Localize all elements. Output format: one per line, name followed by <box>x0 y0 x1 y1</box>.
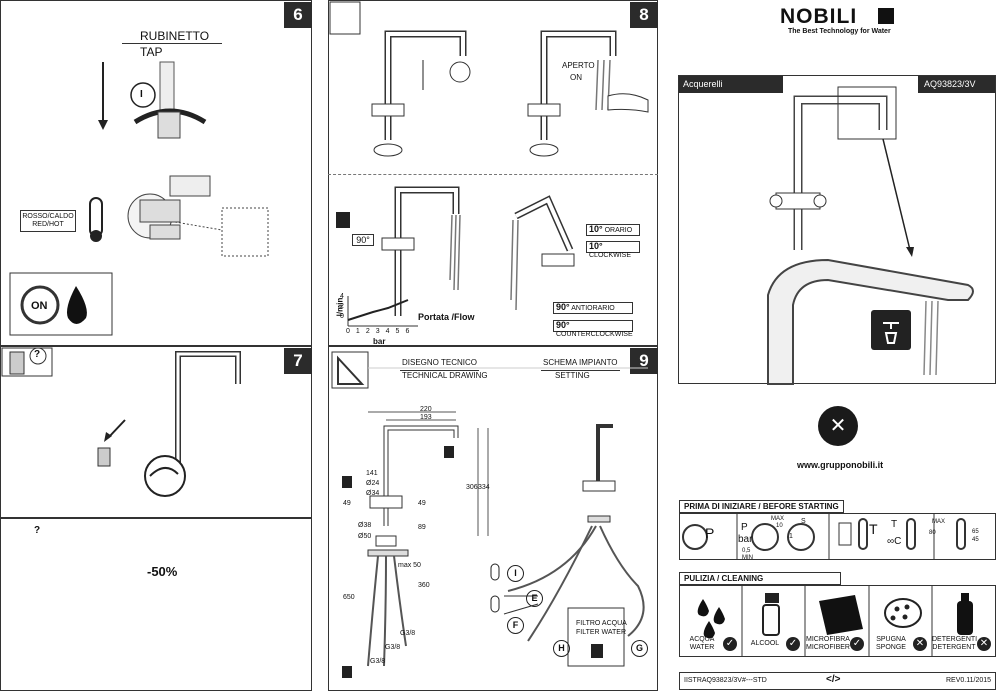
clockwise-box-en: 10° CLOCKWISE <box>586 241 640 259</box>
before-one: 1 <box>789 533 793 540</box>
on-label: ON <box>31 300 48 312</box>
drawing-label-it: DISEGNO TECNICO <box>400 357 479 371</box>
counter-box-en: 90° COUNTERCLOCKWISE <box>553 320 633 338</box>
footer-code: IISTRAQ93823/3V#---STD <box>684 677 767 684</box>
dim-g38b: G3/8 <box>385 644 401 651</box>
before-icons <box>682 513 966 560</box>
question-icon-7: ? <box>34 349 41 360</box>
step-number-9: 9 <box>630 348 658 374</box>
before-c: ∞C <box>887 536 902 547</box>
code-icon: </> <box>826 674 841 685</box>
before-p: P <box>705 525 715 541</box>
question-icon-7b: ? <box>34 525 41 536</box>
dim-d24: Ø24 <box>366 480 380 487</box>
before-min: MIN <box>742 555 753 561</box>
product-panel <box>678 75 996 384</box>
setting-label-en: SETTING <box>555 371 590 380</box>
dim-g38c: G3/8 <box>370 658 386 665</box>
logo-mark-icon <box>878 8 894 24</box>
dim-89: 89 <box>418 524 426 531</box>
check-icon-water: ✓ <box>723 637 737 651</box>
dim-max50: max 50 <box>398 562 421 569</box>
before-t2: T <box>891 519 898 530</box>
product-code: AQ93823/3V <box>918 76 995 93</box>
open-label-it: APERTO <box>562 61 595 70</box>
before-bar: bar <box>738 534 753 545</box>
connection-f: F <box>507 617 524 634</box>
product-drawing <box>767 86 974 385</box>
check-icon-microfiber: ✓ <box>850 637 864 651</box>
connection-g: G <box>631 640 648 657</box>
dim-141: 141 <box>366 470 378 477</box>
before-title: PRIMA DI INIZIARE / BEFORE STARTING <box>679 500 844 513</box>
tap-install-drawing <box>9 61 269 336</box>
flow-x-unit: bar <box>373 337 386 346</box>
cleaning-title: PULIZIA / CLEANING <box>679 572 841 585</box>
before-max-val: 10 <box>776 523 783 529</box>
website: www.grupponobili.it <box>797 460 884 470</box>
panel-step-7b <box>0 518 312 691</box>
connection-i: I <box>507 565 524 582</box>
clockwise-box-it: 10° ORARIO <box>586 224 640 236</box>
dim-49a: 49 <box>343 500 351 507</box>
dim-193: 193 <box>420 414 432 421</box>
before-max2: MAX <box>932 519 946 525</box>
cross-icon-sponge: ✕ <box>913 637 927 651</box>
tap-label-en: TAP <box>140 45 163 59</box>
dim-650: 650 <box>343 594 355 601</box>
panel-step-8 <box>328 0 658 346</box>
flow-reduction: -50% <box>147 564 178 579</box>
footer-rev: REV0.11/2015 <box>946 677 992 684</box>
connection-h: H <box>553 640 570 657</box>
cleaning-icons <box>697 585 973 657</box>
step-number-7: 7 <box>284 348 312 374</box>
use-drawing <box>329 1 649 327</box>
filter-label-it: FILTRO ACQUA <box>576 620 627 627</box>
counter-box-it: 90° ANTIORARIO <box>553 302 633 314</box>
brand-tagline: The Best Technology for Water <box>788 28 891 35</box>
before-min-val: 0,5 <box>742 548 751 554</box>
setting-label-it: SCHEMA IMPIANTO <box>541 357 620 371</box>
dim-220: 220 <box>420 406 432 413</box>
before-s: S <box>801 518 806 525</box>
step-number-8: 8 <box>630 2 658 28</box>
flow-label: Portata /Flow <box>418 312 475 322</box>
connection-e: E <box>526 590 543 607</box>
check-icon-alcohol: ✓ <box>786 637 800 651</box>
step-i: I <box>140 89 143 100</box>
step-number-6: 6 <box>284 2 312 28</box>
before-p2: P <box>741 522 748 533</box>
dim-g38a: G3/8 <box>400 630 416 637</box>
before-45: 45 <box>972 537 979 543</box>
before-80: 80 <box>929 530 936 536</box>
dim-d50: Ø50 <box>358 533 372 540</box>
before-t: T <box>869 521 878 537</box>
product-name: Acquerelli <box>679 76 783 93</box>
filter-label-en: FILTER WATER <box>576 629 627 636</box>
brand-logo: NOBILI <box>780 5 858 28</box>
dim-d34: Ø34 <box>366 490 380 497</box>
dim-360: 360 <box>418 582 430 589</box>
cross-icon-detergent: ✕ <box>977 637 991 651</box>
clean-alcohol-label: ALCOOL <box>750 640 780 647</box>
dim-306: 306 <box>466 484 478 491</box>
flow-y-ticks: 4 2 0 <box>340 293 344 320</box>
dim-d38: Ø38 <box>358 522 372 529</box>
angle-90-box: 90° <box>352 234 374 246</box>
dim-49b: 49 <box>418 500 426 507</box>
open-label-en: ON <box>570 73 582 82</box>
before-max: MAX <box>771 516 785 522</box>
tools-icon: ✕ <box>818 406 858 446</box>
tap-label-it: RUBINETTO <box>140 29 210 43</box>
before-65: 65 <box>972 529 979 535</box>
drawing-label-en: TECHNICAL DRAWING <box>402 371 488 380</box>
dim-334: 334 <box>478 484 490 491</box>
technical-drawing <box>331 351 648 678</box>
